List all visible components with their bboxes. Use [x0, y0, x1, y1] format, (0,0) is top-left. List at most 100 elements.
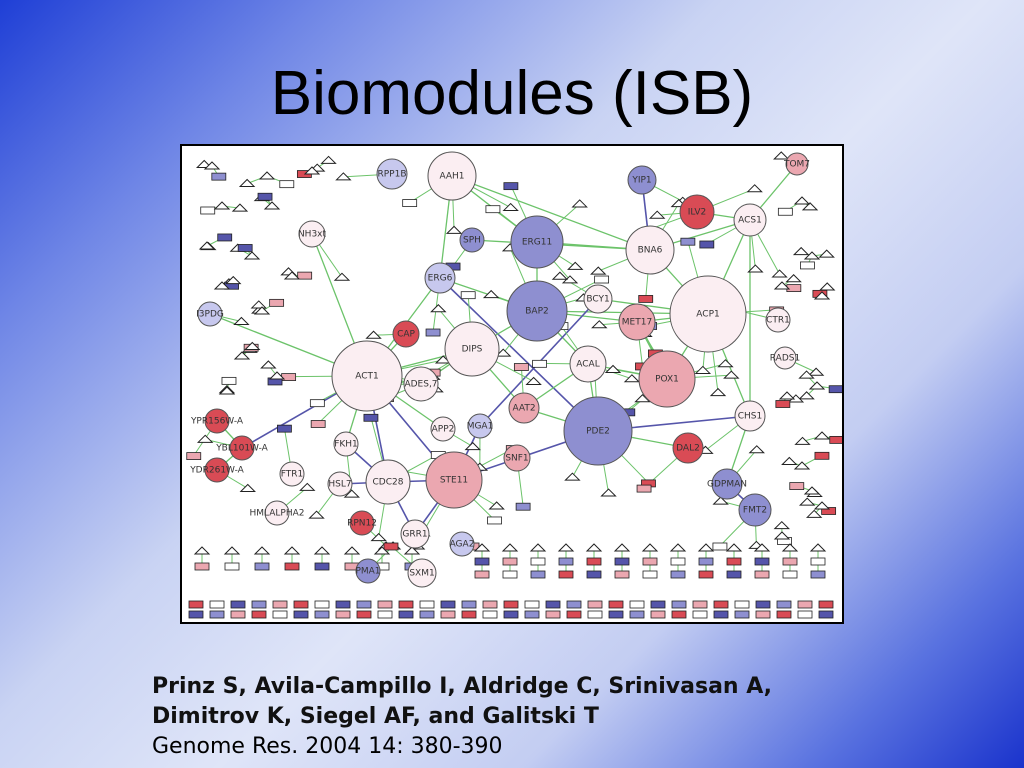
small-rect-node [513, 363, 529, 371]
gene-node-snf1: SNF1 [503, 444, 531, 472]
small-triangle-node [299, 482, 316, 491]
small-triangle-node [430, 304, 447, 313]
small-triangle-node [567, 261, 584, 270]
gene-node-met17: MET17 [618, 303, 656, 341]
small-triangle-node [717, 359, 734, 368]
gene-node-label: HSL7 [328, 480, 351, 490]
small-triangle-node [798, 370, 815, 379]
small-rect-node [797, 610, 813, 619]
small-rect-node [800, 261, 815, 270]
small-rect-node [777, 207, 793, 216]
small-triangle-node [669, 543, 687, 552]
small-triangle-node [373, 546, 391, 555]
small-triangle-node [193, 546, 211, 555]
gene-node-label: I3PDG [196, 310, 224, 320]
small-triangle-node [785, 274, 802, 283]
small-rect-node [221, 376, 237, 385]
small-triangle-node [571, 199, 588, 208]
gene-node-acal: ACAL [569, 345, 607, 383]
small-rect-node [698, 557, 714, 566]
gene-node-gdpman: GDPMAN [707, 468, 747, 500]
small-rect-node [558, 557, 574, 566]
small-rect-node [503, 182, 519, 191]
small-rect-node [587, 600, 603, 609]
small-rect-node [545, 610, 561, 619]
small-rect-node [461, 610, 477, 619]
small-triangle-node [243, 251, 261, 260]
gene-node-label: YDR261W-A [189, 466, 244, 476]
gene-node-pde2: PDE2 [563, 396, 633, 466]
small-rect-node [230, 600, 246, 609]
gene-node-rpp1b: RPP1B [376, 158, 408, 190]
gene-node-dal2: DAL2 [672, 432, 704, 464]
small-rect-node [818, 610, 834, 619]
small-triangle-node [613, 543, 631, 552]
network-edge [439, 277, 599, 432]
small-rect-node [671, 600, 687, 609]
gene-node-label: CDC28 [373, 478, 404, 488]
small-triangle-node [748, 445, 765, 454]
small-triangle-node [641, 543, 659, 552]
gene-node-aga2: AGA2 [449, 531, 475, 557]
small-triangle-node [712, 496, 729, 505]
gene-node-label: MET17 [622, 318, 652, 328]
small-rect-node [650, 600, 666, 609]
small-rect-node [314, 562, 330, 571]
small-rect-node [188, 610, 204, 619]
gene-node-label: POX1 [655, 375, 679, 385]
gene-node-label: FMT2 [743, 506, 767, 516]
small-rect-node [670, 557, 686, 566]
small-rect-node [642, 557, 658, 566]
gene-node-label: STE11 [440, 476, 468, 486]
citation-authors-line-2: Dimitrov K, Siegel AF, and Galitski T [152, 704, 599, 729]
gene-node-rpn12: RPN12 [347, 510, 377, 536]
small-triangle-node [793, 461, 811, 470]
small-rect-node [558, 570, 574, 579]
gene-node-chs1: CHS1 [734, 400, 766, 432]
gene-node-label: FKH1 [334, 440, 358, 450]
small-rect-node [755, 600, 771, 609]
small-triangle-node [771, 269, 788, 278]
gene-node-label: RPN12 [347, 519, 377, 529]
small-triangle-node [798, 391, 815, 400]
small-triangle-node [501, 543, 519, 552]
gene-node-label: ACP1 [696, 310, 719, 320]
small-triangle-node [250, 300, 267, 309]
small-rect-node [713, 600, 729, 609]
small-rect-node [217, 233, 233, 242]
small-triangle-node [725, 543, 743, 552]
small-rect-node [810, 557, 826, 566]
gene-node-bcy1: BCY1 [583, 284, 613, 314]
gene-node-label: TOM7 [783, 160, 810, 170]
small-rect-node [754, 570, 770, 579]
small-rect-node [194, 562, 210, 571]
small-rect-node [272, 600, 288, 609]
small-triangle-node [244, 341, 261, 350]
small-rect-node [786, 284, 802, 293]
small-triangle-node [370, 532, 387, 542]
small-triangle-node [600, 488, 617, 497]
small-triangle-node [813, 431, 831, 440]
small-rect-node [284, 562, 300, 571]
small-triangle-node [482, 289, 500, 299]
gene-node-cdc28: CDC28 [365, 459, 411, 505]
gene-node-label: SNF1 [505, 454, 528, 464]
small-triangle-node [604, 364, 622, 374]
small-rect-node [310, 420, 326, 428]
small-rect-node [608, 610, 624, 619]
small-rect-node [335, 600, 351, 609]
gene-node-ypr: YPR156W-A [190, 408, 244, 434]
gene-node-label: CAP [397, 330, 415, 340]
slide-title: Biomodules (ISB) [270, 59, 754, 128]
small-triangle-node [283, 271, 301, 280]
gene-node-pma1: PMA1 [355, 558, 381, 584]
small-triangle-node [792, 246, 810, 256]
small-rect-node [335, 610, 351, 619]
small-triangle-node [365, 330, 382, 339]
small-rect-node [515, 502, 531, 511]
small-rect-node [524, 610, 540, 619]
small-rect-node [363, 413, 379, 422]
gene-node-act1: ACT1 [331, 340, 403, 412]
small-rect-node [503, 600, 519, 609]
gene-node-tom7: TOM7 [783, 152, 810, 176]
